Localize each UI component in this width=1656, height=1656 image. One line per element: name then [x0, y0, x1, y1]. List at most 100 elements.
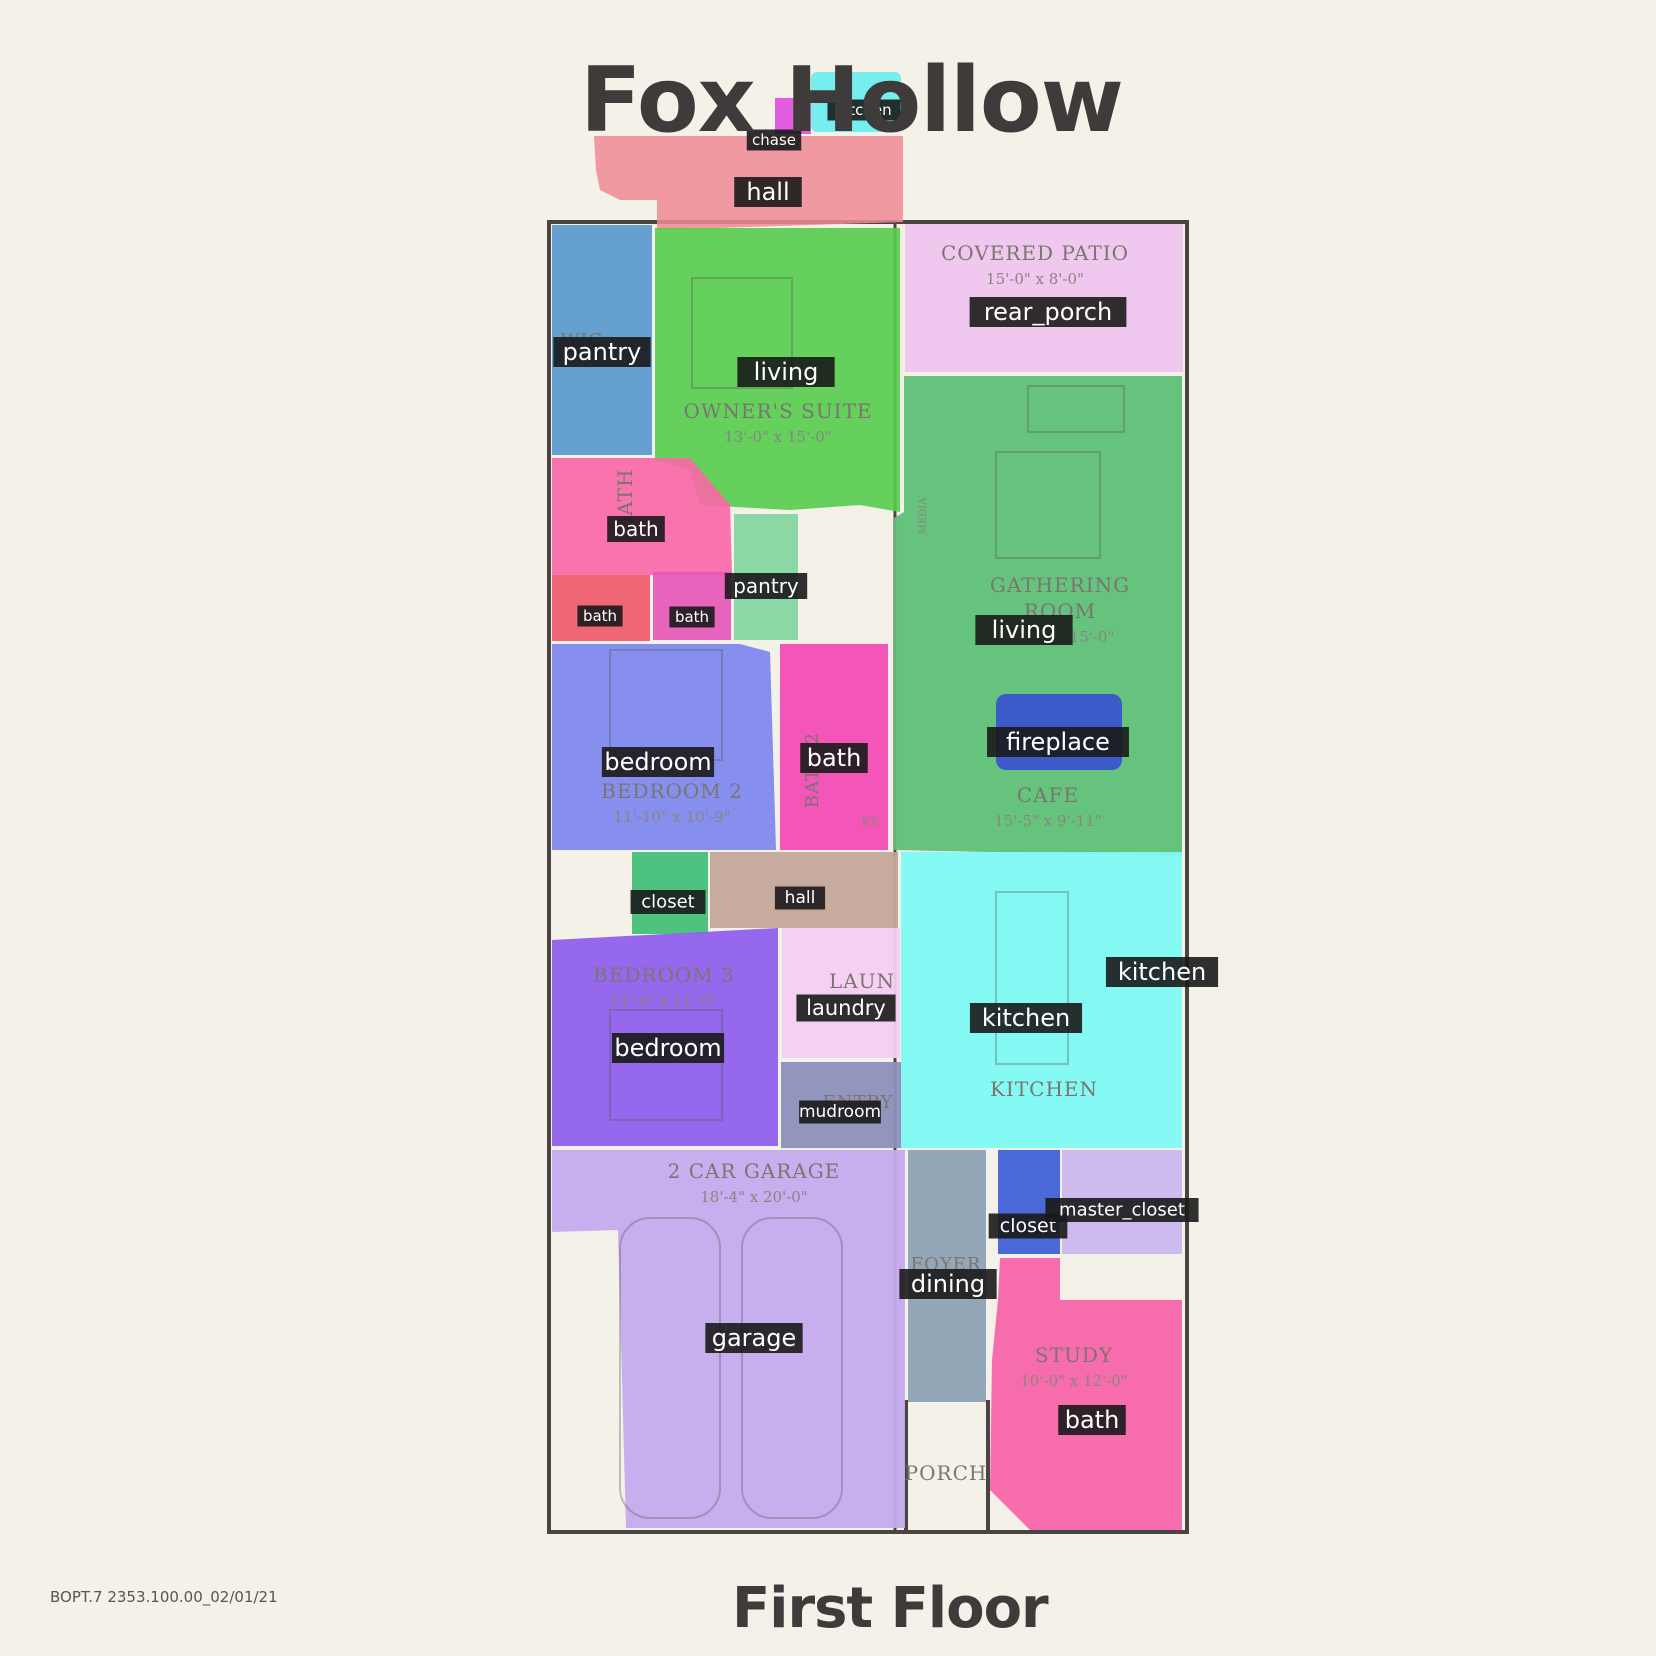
label-living-owner-bg [737, 357, 835, 387]
label-living-gathering: living [975, 615, 1073, 645]
label-laundry-bg [796, 994, 896, 1022]
label-bath-shower: bath [669, 606, 715, 628]
media-text: MEDIA [918, 497, 929, 535]
page-title: Fox Hollow [580, 48, 1124, 153]
label-bath-study-text: bath [1065, 1406, 1120, 1434]
segment-bath-shower [653, 572, 731, 640]
segment-labels: hall chase kitchen pantry living rear_porchba… [553, 99, 1219, 1435]
ks-text: KS [861, 815, 878, 829]
label-fireplace-bg [987, 727, 1129, 757]
label-kitchen-top-bg [827, 99, 901, 121]
kitchen-island [995, 891, 1069, 1065]
study-name: STUDY [1035, 1343, 1113, 1367]
label-kitchen-top-text: kitchen [836, 101, 891, 119]
segment-bath-study [990, 1258, 1182, 1530]
label-master-closet-text: master_closet [1059, 1200, 1185, 1221]
label-pantry-wic-text: pantry [563, 338, 642, 366]
label-chase: chase [746, 129, 802, 151]
label-fireplace: fireplace [987, 727, 1129, 757]
label-dining-foyer: dining [899, 1269, 997, 1299]
sofa-gathering [1027, 385, 1125, 433]
label-bath-study: bath [1058, 1405, 1126, 1435]
label-bedroom2-text: bedroom [604, 748, 711, 776]
bedroom3-dim: 11'-9" x 11'-0" [610, 992, 717, 1010]
label-closet-mid-bg [630, 890, 706, 914]
label-kitchen-main: kitchen [969, 1003, 1083, 1033]
owners-suite-name: OWNER'S SUITE [683, 399, 872, 423]
label-bath-tub-text: bath [583, 607, 617, 625]
floor-subtitle: First Floor [732, 1576, 1049, 1641]
label-bath-owner: bath [607, 516, 665, 542]
label-bath-study-bg [1058, 1405, 1126, 1435]
label-pantry-small: pantry [724, 573, 808, 599]
bedroom2-name: BEDROOM 2 [601, 779, 743, 803]
label-bedroom3-text: bedroom [614, 1034, 721, 1062]
kitchen-name: KITCHEN [990, 1077, 1098, 1101]
label-closet-foyer-text: closet [1000, 1215, 1056, 1237]
label-garage-bg [705, 1323, 803, 1353]
gathering-room-name-1: GATHERING [990, 573, 1130, 597]
label-bath-owner-bg [607, 516, 665, 542]
label-hall-top: hall [734, 177, 802, 207]
label-living-owner-text: living [754, 358, 819, 386]
label-hall-top-bg [734, 177, 802, 207]
garage-dim: 18'-4" x 20'-0" [700, 1188, 807, 1206]
label-bath-shower-bg [669, 606, 715, 628]
bed-owner [691, 277, 793, 389]
label-dining-foyer-bg [899, 1269, 997, 1299]
label-bath-owner-text: bath [613, 517, 658, 541]
bedroom2-dim: 11'-10" x 10'-9" [614, 808, 731, 826]
covered-patio-name: COVERED PATIO [941, 241, 1129, 265]
label-kitchen-main-east-bg [1105, 957, 1219, 987]
plan-code: BOPT.7 2353.100.00_02/01/21 [50, 1588, 278, 1606]
label-mudroom-text: mudroom [799, 1102, 881, 1122]
segment-chase [775, 98, 811, 134]
label-bedroom3-bg [611, 1033, 725, 1063]
label-pantry-wic-bg [553, 337, 651, 367]
label-kitchen-main-east-text: kitchen [1118, 958, 1206, 986]
segment-kitchen-main [901, 852, 1182, 1148]
label-living-gathering-bg [975, 615, 1073, 645]
label-kitchen-main-east: kitchen [1105, 957, 1219, 987]
label-bedroom3: bedroom [611, 1033, 725, 1063]
label-garage-text: garage [712, 1324, 797, 1352]
owners-suite-dim: 13'-0" x 15'-0" [724, 428, 831, 446]
bedroom3-name: BEDROOM 3 [593, 963, 735, 987]
segment-laundry [782, 928, 900, 1058]
covered-patio-dim: 15'-0" x 8'-0" [986, 270, 1084, 288]
car-right [741, 1217, 843, 1519]
label-dining-foyer-text: dining [911, 1270, 985, 1298]
label-chase-bg [746, 129, 802, 151]
label-rear-porch-text: rear_porch [984, 298, 1112, 326]
label-kitchen-main-bg [969, 1003, 1083, 1033]
label-bedroom2: bedroom [601, 747, 715, 777]
label-rear-porch-bg [969, 297, 1127, 327]
label-rear-porch: rear_porch [969, 297, 1127, 327]
label-mudroom: mudroom [799, 1100, 881, 1124]
label-pantry-small-bg [724, 573, 808, 599]
label-garage: garage [705, 1323, 803, 1353]
label-bath-tub-bg [577, 605, 623, 627]
porch-name: PORCH [905, 1461, 988, 1485]
label-closet-mid-text: closet [641, 892, 694, 913]
furniture [609, 277, 1125, 1519]
garage-name: 2 CAR GARAGE [668, 1159, 841, 1183]
table-gathering [995, 451, 1101, 559]
label-fireplace-text: fireplace [1006, 728, 1110, 756]
label-hall-mid: hall [774, 886, 826, 910]
label-kitchen-top: kitchen [827, 99, 901, 121]
label-bedroom2-bg [601, 747, 715, 777]
label-hall-mid-bg [774, 886, 826, 910]
label-bath2-text: bath [807, 744, 862, 772]
label-living-owner: living [737, 357, 835, 387]
bed-bedroom3 [609, 1009, 723, 1121]
label-laundry: laundry [796, 994, 896, 1022]
label-kitchen-main-text: kitchen [982, 1004, 1070, 1032]
laundry-name: LAUN [829, 969, 895, 993]
label-closet-foyer: closet [988, 1213, 1068, 1239]
label-pantry-small-text: pantry [733, 574, 799, 598]
label-mudroom-bg [799, 1100, 881, 1124]
label-master-closet-bg [1045, 1198, 1199, 1222]
label-master-closet: master_closet [1045, 1198, 1199, 1222]
